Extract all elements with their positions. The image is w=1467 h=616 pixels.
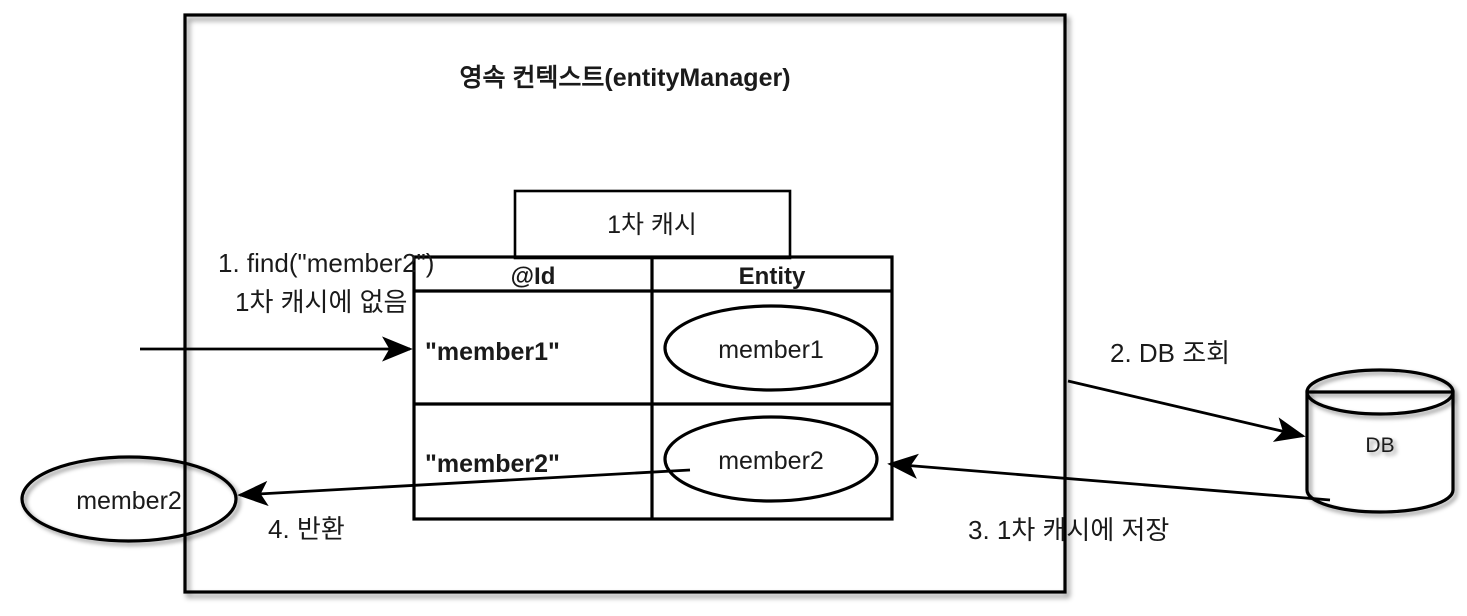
database-label: DB — [1365, 434, 1394, 457]
returned-entity-label: member2 — [76, 487, 182, 515]
first-level-cache-box: 1차 캐시 — [513, 189, 792, 260]
step4-label: 4. 반환 — [268, 514, 345, 544]
table-row: "member1" member1 — [425, 304, 879, 392]
arrow-store-in-cache — [887, 453, 1331, 502]
arrow-db-query — [1067, 379, 1306, 442]
persistence-context-rect — [183, 13, 1067, 594]
first-level-cache-label: 1차 캐시 — [607, 211, 697, 239]
entity-label: member1 — [718, 336, 824, 364]
entity-ellipse — [663, 304, 879, 392]
entity-ellipse — [663, 415, 879, 503]
step1-label-line1: 1. find("member2") — [218, 248, 434, 278]
persistence-context-title: 영속 컨텍스트(entityManager) — [459, 64, 790, 92]
table-header-entity: Entity — [739, 263, 806, 290]
returned-entity: member2 — [20, 455, 238, 543]
cache-table: @Id Entity "member1" member1 "member2" m… — [412, 255, 894, 521]
entity-label: member2 — [718, 447, 824, 475]
table-cell-id: "member2" — [425, 450, 560, 478]
arrow-return — [237, 468, 691, 507]
returned-entity-ellipse — [20, 455, 238, 543]
database-cylinder: DB — [1305, 368, 1455, 514]
step3-label: 3. 1차 캐시에 저장 — [968, 515, 1169, 545]
database-top — [1305, 368, 1455, 416]
step2-label: 2. DB 조회 — [1110, 338, 1230, 368]
table-row: "member2" member2 — [425, 415, 879, 503]
persistence-context-panel: 영속 컨텍스트(entityManager) — [183, 13, 1067, 594]
step1-label-line2: 1차 캐시에 없음 — [235, 287, 407, 317]
table-cell-id: "member1" — [425, 338, 560, 366]
table-header-id: @Id — [511, 263, 556, 290]
